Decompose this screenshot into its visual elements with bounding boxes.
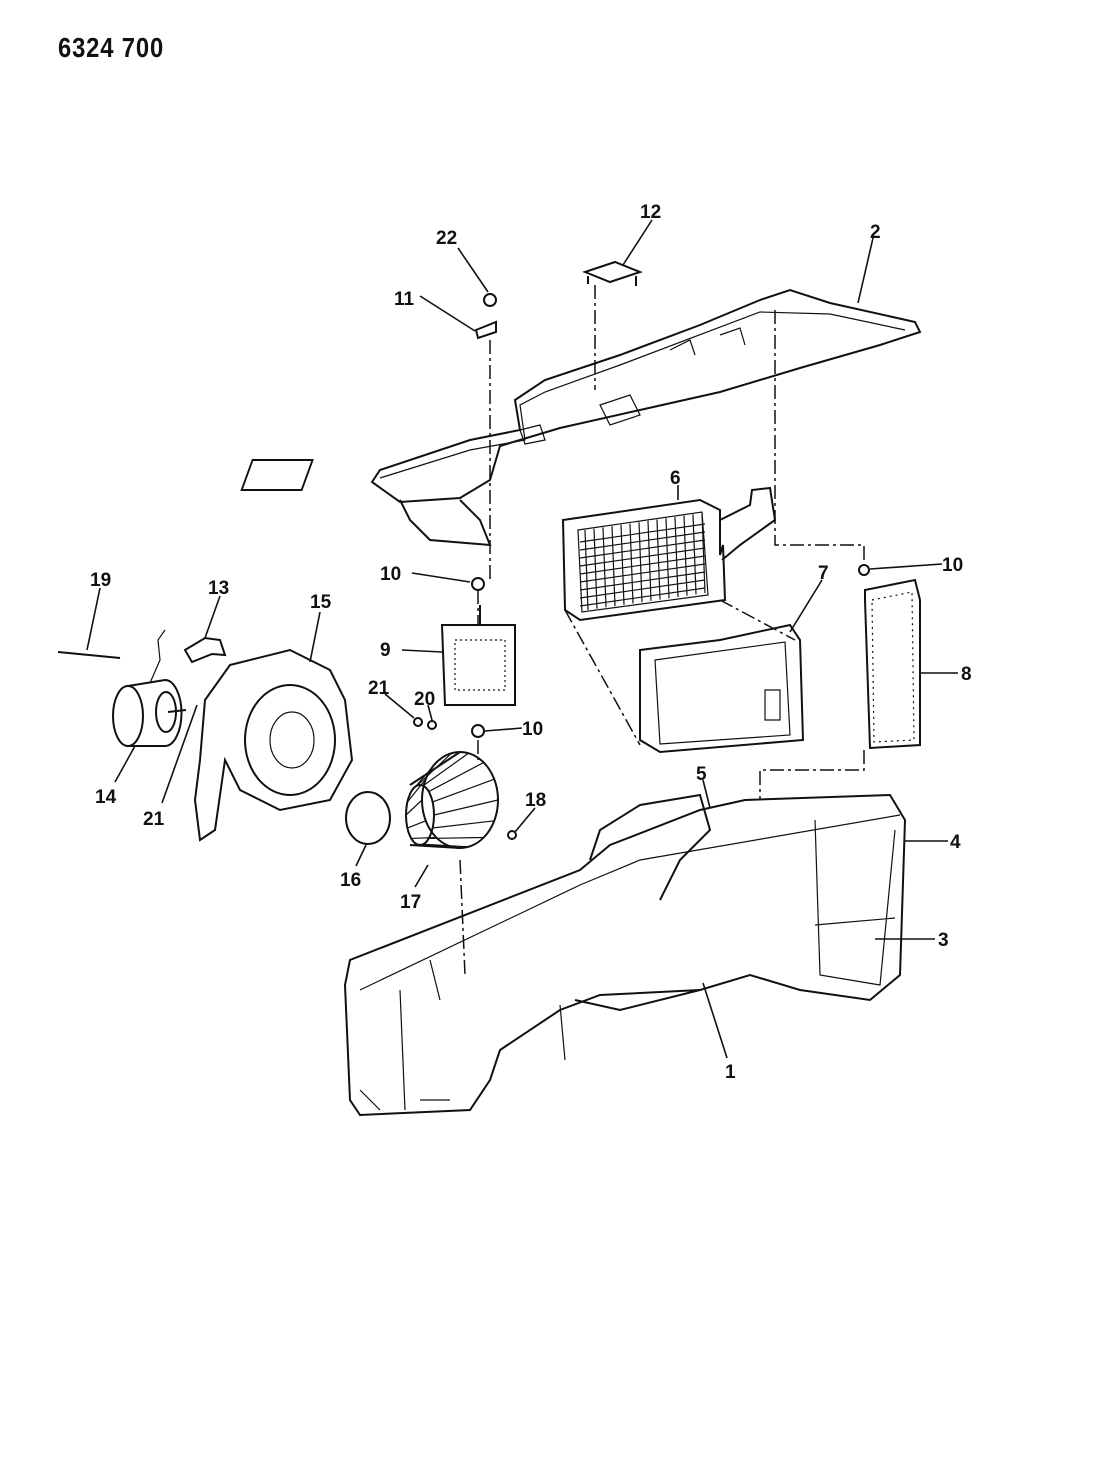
part-motor-mount-plate	[193, 648, 354, 842]
diagram-number: 6324 700	[58, 32, 165, 63]
part-bolt	[57, 651, 121, 659]
callout-10-lower: 10	[522, 719, 543, 740]
callout-9: 9	[380, 640, 391, 661]
part-gasket	[345, 791, 391, 845]
callout-10-right: 10	[942, 555, 963, 576]
part-top-cover	[240, 288, 922, 547]
part-clip	[474, 320, 497, 340]
callout-19: 19	[90, 570, 111, 591]
callout-7: 7	[818, 563, 829, 584]
part-hose	[183, 636, 227, 664]
part-blower-wheel	[405, 751, 499, 849]
callout-5: 5	[696, 764, 707, 785]
callout-21-upper: 21	[368, 678, 390, 699]
callout-4: 4	[950, 832, 961, 853]
callout-2: 2	[870, 222, 881, 243]
part-bracket	[582, 260, 643, 286]
part-nut	[483, 293, 497, 307]
callout-8: 8	[961, 664, 972, 685]
part-blower-motor	[112, 629, 187, 747]
callout-1: 1	[725, 1062, 736, 1083]
part-lower-housing	[343, 793, 907, 1117]
callout-14: 14	[95, 787, 117, 808]
callout-13: 13	[208, 578, 229, 599]
callout-15: 15	[310, 592, 332, 613]
callout-11: 11	[394, 289, 415, 310]
callout-16: 16	[340, 870, 361, 891]
callout-20: 20	[414, 689, 435, 710]
callout-21-lower: 21	[143, 809, 165, 830]
callout-12: 12	[640, 202, 661, 223]
part-heater-core	[561, 486, 777, 622]
callout-17: 17	[400, 892, 421, 913]
callout-10-upper: 10	[380, 564, 401, 585]
callout-6: 6	[670, 468, 681, 489]
part-resistor	[440, 605, 516, 706]
callout-18: 18	[525, 790, 546, 811]
part-seal-frame	[639, 623, 805, 754]
part-filter	[864, 578, 921, 750]
callout-22: 22	[436, 228, 457, 249]
callout-3: 3	[938, 930, 949, 951]
